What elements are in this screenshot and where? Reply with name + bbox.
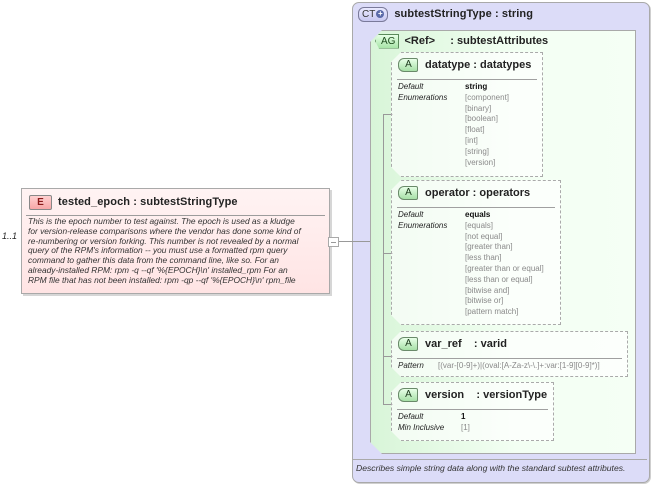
element-tested-epoch[interactable]: E tested_epoch : subtestStringType This … — [21, 188, 330, 294]
attribute-datatype[interactable]: A datatype : datatypes Default Enumerati… — [391, 52, 543, 177]
element-divider — [26, 215, 325, 216]
attribute-title: version : versionType — [425, 389, 548, 401]
element-documentation: This is the epoch number to test against… — [28, 216, 328, 286]
doc-line: command to gather this data from the com… — [28, 255, 279, 266]
bracket-tick — [383, 356, 393, 357]
enum-value: [less than or equal] — [465, 274, 533, 284]
enum-value: [component] — [465, 92, 510, 102]
enum-value: [float] — [465, 125, 485, 135]
attribute-group-title: <Ref> : subtestAttributes — [404, 35, 549, 47]
default-value: 1 — [461, 412, 466, 421]
attribute-icon: A — [398, 388, 418, 402]
attribute-version[interactable]: A version : versionType Default Min Incl… — [391, 382, 554, 441]
enum-value: [equals] — [465, 220, 494, 230]
default-value: equals — [465, 210, 491, 219]
enum-value: [int] — [465, 135, 478, 145]
attribute-divider — [397, 79, 537, 80]
property-label: Enumerations — [398, 92, 448, 102]
enum-value: [string] — [465, 146, 490, 156]
attribute-var-ref[interactable]: A var_ref : varid Pattern [(var-[0-9]+)|… — [391, 331, 628, 377]
complex-type-documentation: Describes simple string data along with … — [356, 463, 626, 473]
attribute-icon: A — [398, 58, 418, 72]
doc-line: RPM file that has not been installed: rp… — [28, 274, 296, 285]
bracket-tick — [383, 404, 393, 405]
attribute-divider — [397, 207, 555, 208]
bracket-tick — [383, 253, 393, 254]
attribute-title: datatype : datatypes — [425, 59, 532, 71]
enum-value: [bitwise or] — [465, 296, 504, 306]
attribute-title: var_ref : varid — [425, 338, 507, 350]
attribute-operator[interactable]: A operator : operators Default Enumerati… — [391, 180, 561, 325]
property-label: Default — [398, 82, 424, 91]
property-label: Default — [398, 412, 424, 421]
attribute-icon: A — [398, 337, 418, 351]
complex-type-divider — [353, 459, 647, 460]
attribute-icon: A — [398, 186, 418, 200]
element-title: tested_epoch : subtestStringType — [58, 196, 238, 208]
enum-value: [greater than] — [465, 242, 513, 252]
attribute-group-icon: AG — [375, 33, 400, 49]
doc-line: query of the RPM's information -- you mu… — [28, 245, 288, 256]
doc-line: already-installed RPM: rpm -q --qf '%{EP… — [28, 264, 288, 275]
complex-type-title: subtestStringType : string — [394, 8, 534, 20]
enum-value: [not equal] — [465, 231, 503, 241]
attribute-title: operator : operators — [425, 187, 531, 199]
attribute-divider — [397, 358, 622, 359]
doc-line: This is the epoch number to test against… — [28, 216, 295, 226]
property-label: Pattern — [398, 361, 424, 370]
attribute-divider — [397, 409, 548, 410]
bracket-line — [383, 114, 384, 404]
doc-line: for version-release comparisons where th… — [28, 225, 301, 236]
enum-value: [bitwise and] — [465, 285, 510, 295]
enum-value: [version] — [465, 157, 496, 167]
property-label: Min Inclusive — [398, 422, 445, 432]
enum-value: [less than] — [465, 253, 502, 263]
element-icon: E — [29, 194, 52, 210]
enum-value: [greater than or equal] — [465, 263, 544, 273]
complex-type-header: CT+ subtestStringType : string — [358, 6, 533, 22]
bracket-tick — [383, 114, 393, 115]
attribute-group-header: AG <Ref> : subtestAttributes — [375, 33, 548, 49]
collapse-icon[interactable] — [328, 237, 339, 247]
property-label: Default — [398, 210, 424, 219]
element-header: E tested_epoch : subtestStringType — [29, 194, 238, 210]
enum-value: [binary] — [465, 103, 492, 113]
default-value: string — [465, 82, 488, 91]
pattern-value: [(var-[0-9]+)|(oval:[A-Za-z\-\.]+:var:[1… — [438, 361, 600, 370]
complex-type-icon: CT+ — [358, 6, 389, 22]
connector-line — [339, 241, 383, 242]
doc-line: re-numbering or version forking. This nu… — [28, 235, 299, 246]
enum-value: [pattern match] — [465, 307, 519, 317]
enum-value: [1] — [461, 422, 470, 432]
property-label: Enumerations — [398, 220, 448, 230]
enum-value: [boolean] — [465, 114, 498, 124]
multiplicity-label: 1..1 — [2, 231, 18, 241]
